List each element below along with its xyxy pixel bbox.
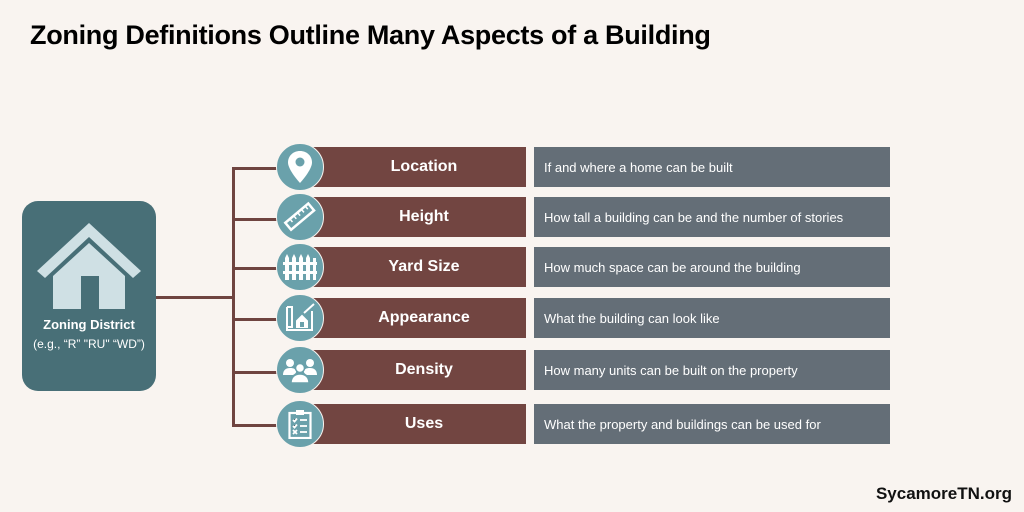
aspect-label: Location bbox=[300, 147, 526, 187]
aspect-row-density: Density How many units can be built on t… bbox=[0, 346, 1024, 394]
aspect-row-uses: Uses What the property and buildings can… bbox=[0, 400, 1024, 448]
aspect-row-yard-size: Yard Size How much space can be around t… bbox=[0, 243, 1024, 291]
ruler-icon bbox=[276, 193, 324, 241]
district-examples: (e.g., “R” "RU" “WD”) bbox=[33, 337, 145, 351]
page-title: Zoning Definitions Outline Many Aspects … bbox=[30, 20, 711, 50]
aspect-row-height: Height How tall a building can be and th… bbox=[0, 193, 1024, 241]
aspect-label: Yard Size bbox=[300, 247, 526, 287]
people-group-icon bbox=[276, 346, 324, 394]
blueprint-house-icon bbox=[276, 294, 324, 342]
connector-branch bbox=[232, 167, 278, 170]
clipboard-checklist-icon bbox=[276, 400, 324, 448]
source-credit: SycamoreTN.org bbox=[875, 484, 1012, 503]
aspect-description: If and where a home can be built bbox=[534, 147, 890, 187]
aspect-description: How many units can be built on the prope… bbox=[534, 350, 890, 390]
aspect-description: What the property and buildings can be u… bbox=[534, 404, 890, 444]
connector-branch bbox=[232, 267, 278, 270]
connector-main bbox=[156, 296, 234, 299]
connector-branch bbox=[232, 218, 278, 221]
aspect-label: Height bbox=[300, 197, 526, 237]
zoning-district-box: Zoning District (e.g., “R” "RU" “WD”) bbox=[22, 201, 156, 391]
aspect-label: Appearance bbox=[300, 298, 526, 338]
district-name: Zoning District bbox=[43, 317, 135, 332]
aspect-row-location: Location If and where a home can be buil… bbox=[0, 143, 1024, 191]
connector-branch bbox=[232, 318, 278, 321]
map-pin-icon bbox=[276, 143, 324, 191]
aspect-label: Uses bbox=[300, 404, 526, 444]
aspect-row-appearance: Appearance What the building can look li… bbox=[0, 294, 1024, 342]
fence-icon bbox=[276, 243, 324, 291]
aspect-description: How tall a building can be and the numbe… bbox=[534, 197, 890, 237]
house-icon bbox=[37, 223, 141, 309]
connector-branch bbox=[232, 371, 278, 374]
aspect-label: Density bbox=[300, 350, 526, 390]
aspect-description: How much space can be around the buildin… bbox=[534, 247, 890, 287]
aspect-description: What the building can look like bbox=[534, 298, 890, 338]
connector-spine bbox=[232, 167, 235, 426]
connector-branch bbox=[232, 424, 278, 427]
